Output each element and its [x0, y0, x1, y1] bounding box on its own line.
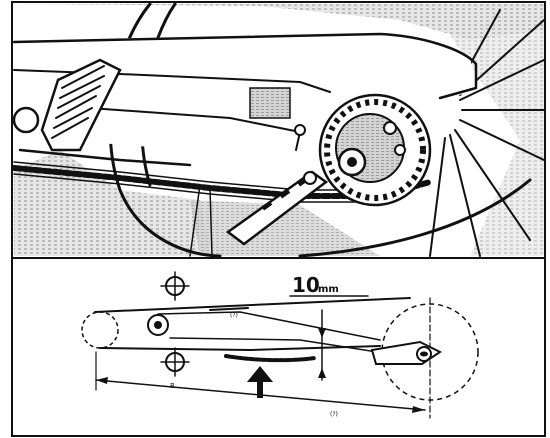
photo-panel — [11, 1, 546, 259]
diagram-panel-frame — [11, 257, 546, 437]
swingarm-bolt-icon — [294, 124, 306, 136]
span-dimension-icon: (?) — [95, 351, 426, 418]
swingarm-bracket — [249, 87, 291, 119]
callout-lines — [189, 184, 213, 257]
chain-sag-segment — [224, 354, 317, 363]
small-label-b: B — [170, 382, 175, 390]
sag-dimension: 10 mm — [289, 273, 369, 381]
swingarm-lower-line — [89, 107, 301, 151]
background-halftone-bottom — [190, 200, 380, 256]
swingarm-shape-icon: (?) — [94, 297, 411, 355]
swingarm-mid-line — [13, 69, 331, 93]
rim-lower-arc — [298, 178, 532, 258]
rear-sprocket-icon — [318, 93, 432, 207]
small-label-span: (?) — [330, 411, 338, 418]
background-halftone-left — [14, 150, 210, 256]
axle-adjuster-icon — [370, 340, 442, 365]
background-halftone-top — [14, 4, 544, 40]
measurement-value: 10 — [292, 273, 320, 297]
measurement-unit: mm — [318, 284, 339, 295]
push-arrow-icon — [247, 366, 273, 398]
diagram-panel: B (?) — [11, 257, 546, 437]
swingarm-body-fill — [14, 34, 478, 150]
swingarm-top-edge — [12, 32, 478, 100]
chain-adjuster-icon — [225, 170, 329, 246]
chain-guard-edge — [18, 148, 192, 167]
footpeg-icon — [12, 58, 122, 152]
small-label-top: (?) — [230, 312, 238, 319]
centerline-marks-icon: B — [160, 271, 190, 390]
